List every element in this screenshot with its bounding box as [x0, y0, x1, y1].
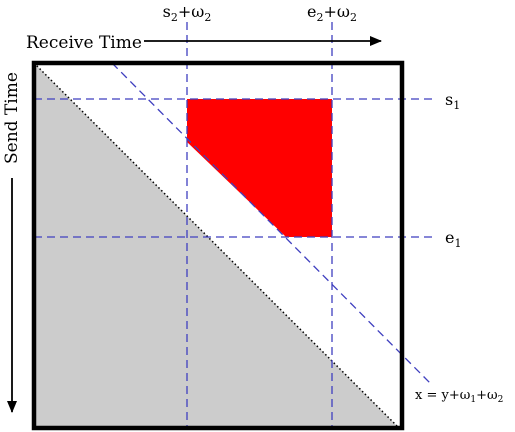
- equation-label: x = y+ω1+ω2: [415, 388, 503, 405]
- frame: [31, 60, 405, 431]
- receive-axis-label: Receive Time: [26, 33, 142, 53]
- send-axis-label: Send Time: [2, 72, 22, 164]
- overlap-region: [187, 99, 332, 237]
- label-s2-w2: s2+ω2: [163, 2, 212, 24]
- label-s1: s1: [445, 90, 460, 112]
- label-e2-w2: e2+ω2: [307, 2, 357, 24]
- guide-offset-diagonal: [111, 62, 433, 386]
- label-e1: e1: [445, 228, 461, 250]
